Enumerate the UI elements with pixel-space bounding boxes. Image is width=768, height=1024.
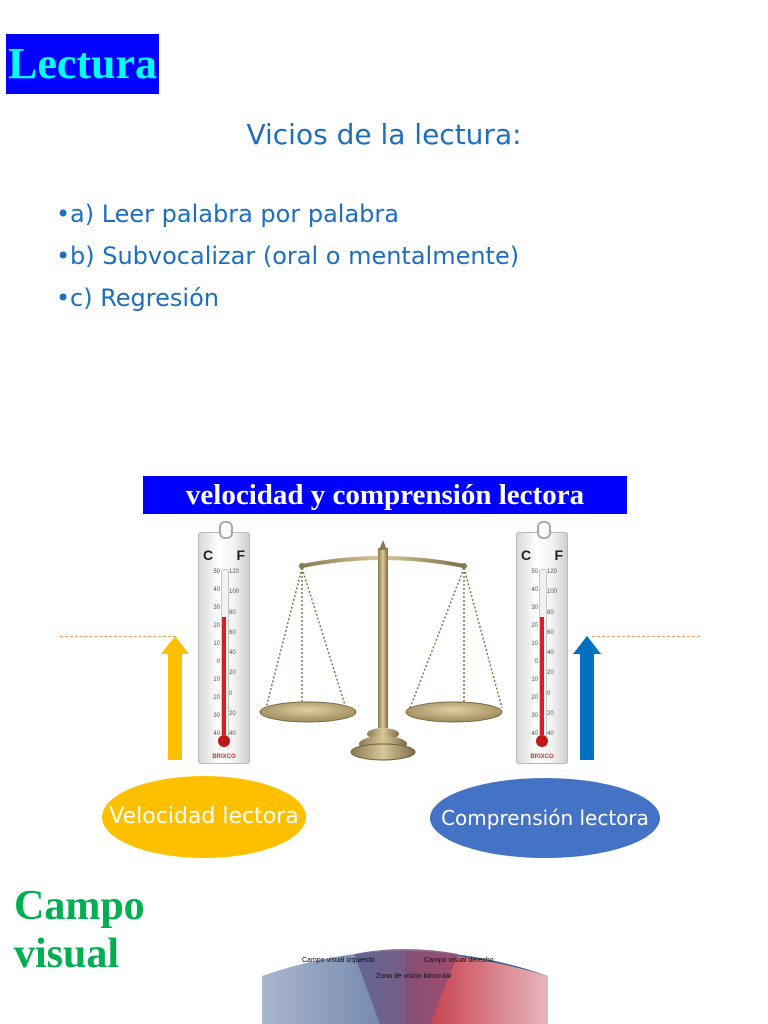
visual-field-center-label: Zona de visión binocular xyxy=(376,973,453,980)
up-arrow-blue-icon xyxy=(573,636,601,760)
page-title: Lectura xyxy=(6,34,160,94)
velocidad-lectora-ellipse: Velocidad lectora xyxy=(102,776,306,858)
visual-field-diagram: Campo visual izquierdo Campo visual dere… xyxy=(262,949,548,1024)
campo-visual-heading: Campo visual xyxy=(14,883,145,977)
up-arrow-yellow-icon xyxy=(161,636,189,760)
dashed-line-right xyxy=(592,636,700,637)
dashed-line-left xyxy=(60,636,176,637)
comprension-lectora-ellipse: Comprensión lectora xyxy=(430,778,660,858)
visual-field-right-label: Campo visual derecho xyxy=(424,957,494,964)
vicios-list: •a) Leer palabra por palabra •b) Subvoca… xyxy=(56,196,519,322)
visual-field-left-label: Campo visual izquierdo xyxy=(302,957,375,964)
list-item: •a) Leer palabra por palabra xyxy=(56,200,399,228)
list-item: •c) Regresión xyxy=(56,284,219,312)
balance-scale-icon xyxy=(259,540,503,761)
section-subtitle: Vicios de la lectura: xyxy=(246,118,522,151)
velocity-banner: velocidad y comprensión lectora xyxy=(143,476,627,514)
list-item: •b) Subvocalizar (oral o mentalmente) xyxy=(56,242,520,270)
